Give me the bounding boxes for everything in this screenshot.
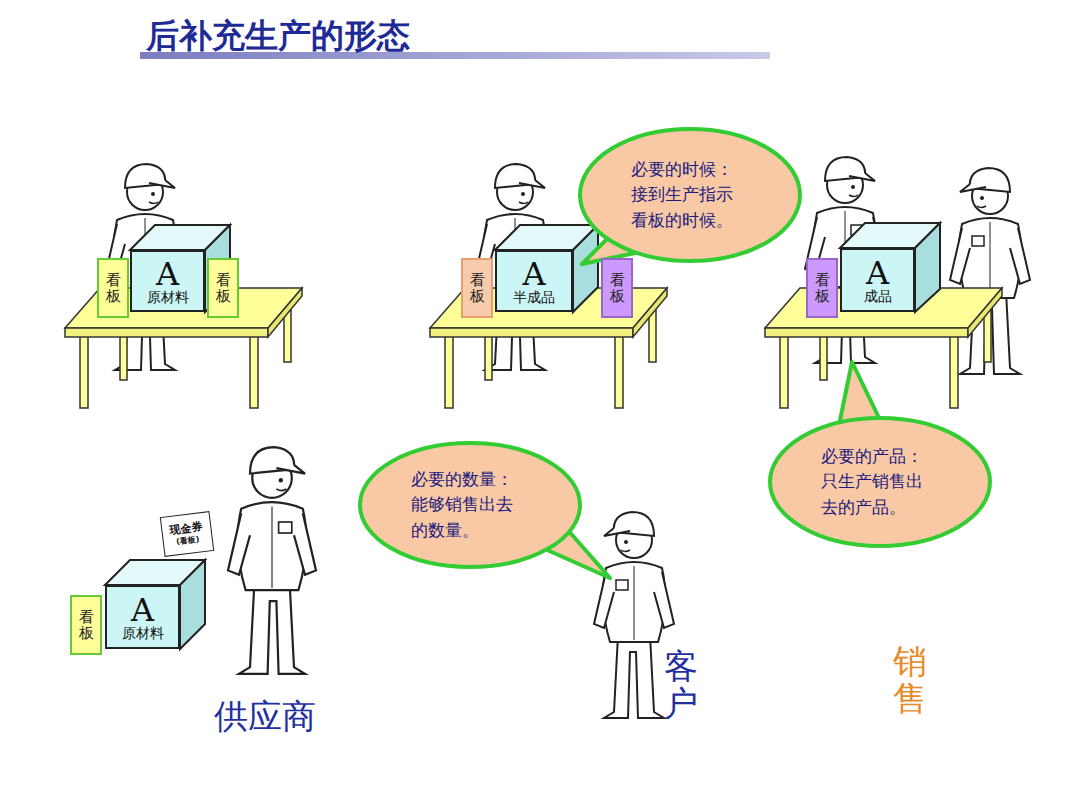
caption-label: 客户 (664, 648, 698, 723)
speech-bubble: 必要的时候：接到生产指示 看板的时候。 (578, 127, 802, 263)
bubble-heading: 必要的时候： (631, 157, 749, 183)
product-letter: A (866, 257, 889, 289)
cube-face: A原材料 (105, 585, 180, 649)
card-text: 看板 (610, 272, 625, 305)
speech-bubble: 必要的数量：能够销售出去 的数量。 (358, 441, 582, 569)
product-letter: A (131, 594, 154, 626)
kanban-card: 看板 (97, 258, 129, 318)
kanban-card: 看板 (461, 258, 493, 318)
material-name: 成品 (864, 289, 892, 303)
bubble-heading: 必要的产品： (821, 444, 939, 470)
bubble-text-block: 必要的时候：接到生产指示 看板的时候。 (631, 157, 749, 234)
card-text: 看板 (470, 272, 485, 305)
coupon-note: (看板) (176, 535, 200, 548)
product-letter: A (522, 258, 545, 290)
kanban-card: 看板 (70, 595, 102, 655)
bubble-body: 只生产销售出 去的产品。 (821, 469, 939, 520)
material-name: 原材料 (147, 290, 189, 304)
kanban-card: 看板 (207, 258, 239, 318)
bubble-text-block: 必要的产品：只生产销售出 去的产品。 (821, 444, 939, 521)
cube-face: A半成品 (495, 250, 573, 312)
page-title: 后补充生产的形态 (146, 14, 410, 59)
cube-face: A原材料 (130, 250, 205, 312)
card-text: 看板 (106, 272, 121, 305)
kanban-card: 看板 (806, 258, 838, 318)
kanban-card: 看板 (601, 258, 633, 318)
bubble-text-block: 必要的数量：能够销售出去 的数量。 (411, 467, 529, 544)
cube-face: A成品 (840, 248, 915, 312)
product-letter: A (156, 258, 179, 290)
bubble-body: 能够销售出去 的数量。 (411, 492, 529, 543)
caption-label: 供应商 (214, 694, 316, 740)
caption-label: 销售 (893, 643, 927, 718)
material-name: 半成品 (513, 290, 555, 304)
speech-bubble: 必要的产品：只生产销售出 去的产品。 (768, 416, 992, 548)
material-name: 原材料 (122, 626, 164, 640)
card-text: 看板 (815, 272, 830, 305)
cash-coupon: 现金券(看板) (160, 511, 215, 557)
bubble-heading: 必要的数量： (411, 467, 529, 493)
bubble-body: 接到生产指示 看板的时候。 (631, 182, 749, 233)
card-text: 看板 (216, 272, 231, 305)
card-text: 看板 (79, 609, 94, 642)
